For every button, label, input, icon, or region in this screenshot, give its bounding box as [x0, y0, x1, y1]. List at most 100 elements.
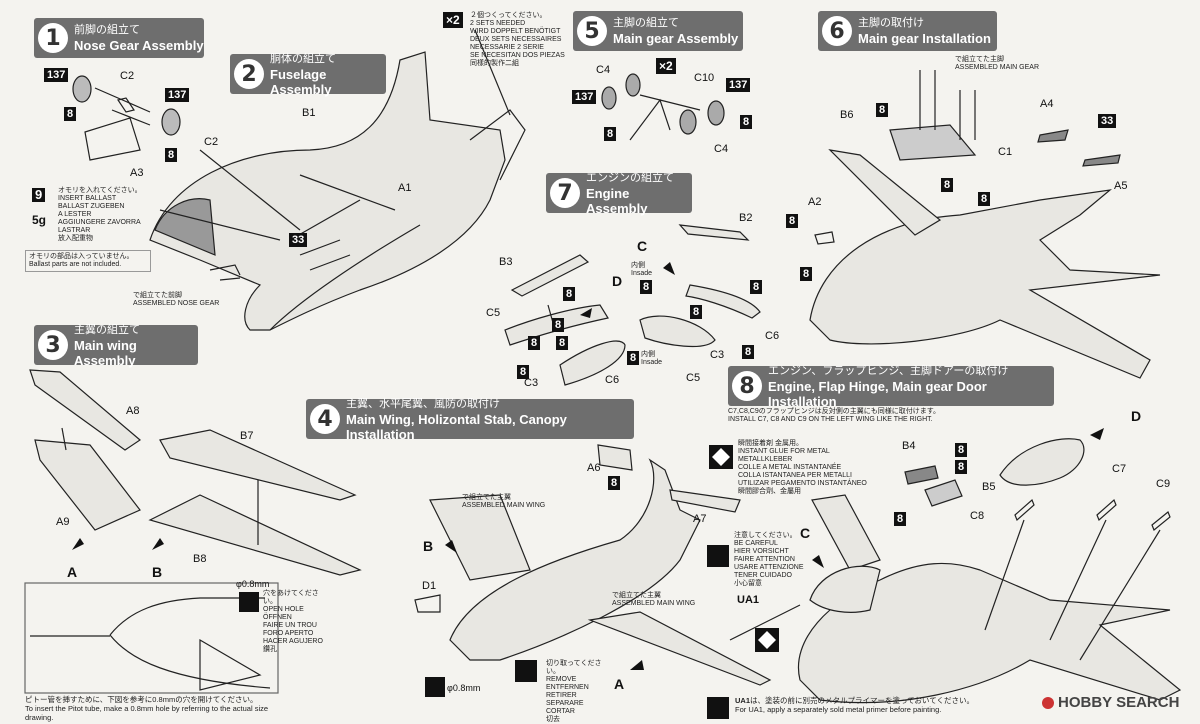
hobby-search-watermark: HOBBY SEARCH: [1058, 694, 1179, 711]
part-c3-label-2: C3: [710, 349, 725, 361]
part-8-badge-s7b: 8: [640, 280, 653, 294]
step-7-number: 7: [550, 178, 580, 208]
assembled-main-wing-note-2: で組立てた主翼 ASSEMBLED MAIN WING: [612, 592, 696, 607]
part-8-badge-s6a: 8: [876, 103, 889, 117]
part-c9-label: C9: [1156, 478, 1171, 490]
part-8-badge-s7j: 8: [742, 345, 755, 359]
part-b4-label: B4: [902, 440, 916, 452]
part-a9-label: A9: [56, 516, 70, 528]
hole-size-label-2: φ0.8mm: [447, 683, 481, 693]
step-1-jp: 前脚の組立て: [74, 24, 140, 36]
arrow-b-label-s4: B: [423, 538, 434, 554]
paint-137-badge-3: 137: [726, 78, 751, 92]
step-8-jp: エンジン、フラップヒンジ、主脚ドアーの取付け: [768, 364, 1009, 377]
part-a5-label: A5: [1114, 180, 1128, 192]
part-8-badge-s8c: 8: [894, 512, 907, 526]
two-sets-note: ２個つくってください。 2 SETS NEEDED WIRD DOPPELT B…: [470, 12, 565, 67]
ballast-note-jp: オモリの部品は入っていません。: [29, 253, 134, 260]
part-c4-label-2: C4: [714, 143, 729, 155]
part-ua1-label: UA1: [737, 594, 760, 606]
step-7-jp: エンジンの組立て: [586, 171, 674, 184]
part-8-badge-s7c: 8: [750, 280, 763, 294]
step-5-number: 5: [577, 16, 607, 46]
part-8-badge-s4a: 8: [608, 476, 621, 490]
part-8-badge-s7i: 8: [690, 305, 703, 319]
part-c2-label-2: C2: [204, 136, 219, 148]
two-sets-badge-2: ×2: [656, 58, 676, 74]
part-b1-label: B1: [302, 107, 316, 119]
part-a7-label: A7: [693, 513, 707, 525]
part-b7-label: B7: [240, 430, 254, 442]
part-9-badge: 9: [32, 188, 46, 202]
part-8-badge-s7a: 8: [563, 287, 576, 301]
step-5-jp: 主脚の組立て: [613, 17, 679, 29]
step-3-jp: 主翼の組立て: [74, 323, 140, 336]
ballast-instructions: オモリを入れてください。 INSERT BALLAST BALLAST ZUGE…: [58, 187, 142, 242]
part-a3-label: A3: [130, 167, 144, 179]
step-7-en: Engine Assembly: [586, 185, 648, 216]
ua1-note-en: For UA1, apply a separately sold metal p…: [735, 705, 942, 714]
inside-note-2: 内側 Insade: [641, 351, 663, 366]
part-8-badge-s7g: 8: [627, 351, 640, 365]
part-33-badge-2: 33: [1098, 114, 1117, 128]
part-8-badge-s6b: 8: [941, 178, 954, 192]
inside-note: 内側 Insade: [631, 262, 653, 277]
metal-glue-note: 瞬間接着剤 金属用。 INSTANT GLUE FOR METAL METALL…: [738, 440, 867, 495]
part-8-badge-s7d: 8: [552, 318, 565, 332]
part-8-badge-s7h: 8: [517, 365, 530, 379]
part-c5-label-2: C5: [686, 372, 701, 384]
assembled-main-gear-note: で組立てた主脚 ASSEMBLED MAIN GEAR: [955, 56, 1040, 71]
part-8-badge-s8b: 8: [955, 460, 968, 474]
part-8-badge-s6c: 8: [978, 192, 991, 206]
part-c6-label: C6: [605, 374, 620, 386]
part-a2-label: A2: [808, 196, 822, 208]
part-c8-label: C8: [970, 510, 985, 522]
step-1-number: 1: [38, 23, 68, 53]
arrow-b-label: B: [152, 564, 163, 580]
be-careful-note: 注意してください。 BE CAREFUL HIER VORSICHT FAIRE…: [734, 532, 804, 587]
part-8-badge-s6d: 8: [786, 214, 799, 228]
step-2-jp: 胴体の組立て: [270, 52, 336, 65]
step-2-number: 2: [234, 59, 264, 89]
two-sets-badge: ×2: [443, 12, 463, 28]
remove-note: 切り取ってください。 REMOVE ENTFERNEN RETIRER SEPA…: [546, 660, 602, 723]
ua1-note-jp: は、塗装の前に別売のメタルプライマーを塗っておいてください。: [750, 696, 974, 705]
part-d1-label: D1: [422, 580, 437, 592]
part-8-badge-s8a: 8: [955, 443, 968, 457]
part-c6-label-2: C6: [765, 330, 780, 342]
part-8-badge-s7f: 8: [556, 336, 569, 350]
pitot-caption-en: To insert the Pitot tube, make a 0.8mm h…: [25, 704, 269, 722]
watermark-text: HOBBY SEARCH: [1058, 694, 1180, 711]
assembled-nose-gear-note: で組立てた前脚 ASSEMBLED NOSE GEAR: [133, 292, 220, 307]
part-c5-label: C5: [486, 307, 501, 319]
part-8-badge-s6e: 8: [800, 267, 813, 281]
part-b3-label: B3: [499, 256, 513, 268]
step-2-en: Fuselage Assembly: [270, 66, 332, 97]
assembled-main-wing-note: で組立てた主翼 ASSEMBLED MAIN WING: [462, 494, 546, 509]
part-c1-label: C1: [998, 146, 1013, 158]
step-3-en: Main wing Assembly: [74, 337, 137, 368]
step-6-jp: 主脚の取付け: [858, 17, 924, 29]
paint-137-badge-4: 137: [572, 90, 597, 104]
arrow-c-label-s8: C: [800, 525, 811, 541]
arrow-c-label: C: [637, 238, 648, 254]
arrow-a-label-s4: A: [614, 676, 625, 692]
arrow-a-label: A: [67, 564, 78, 580]
part-8-badge-s5b: 8: [740, 115, 753, 129]
part-c3-label: C3: [524, 377, 539, 389]
part-a6-label: A6: [587, 462, 601, 474]
step-8-number: 8: [732, 371, 762, 401]
step-6-number: 6: [822, 16, 852, 46]
step-4-en: Main Wing, Holizontal Stab, Canopy Insta…: [346, 411, 567, 442]
part-a8-label: A8: [126, 405, 140, 417]
part-b8-label: B8: [193, 553, 207, 565]
install-note: C7,C8,C9のフラップヒンジは反対側の主翼にも同様に取付けます。 INSTA…: [728, 408, 941, 423]
